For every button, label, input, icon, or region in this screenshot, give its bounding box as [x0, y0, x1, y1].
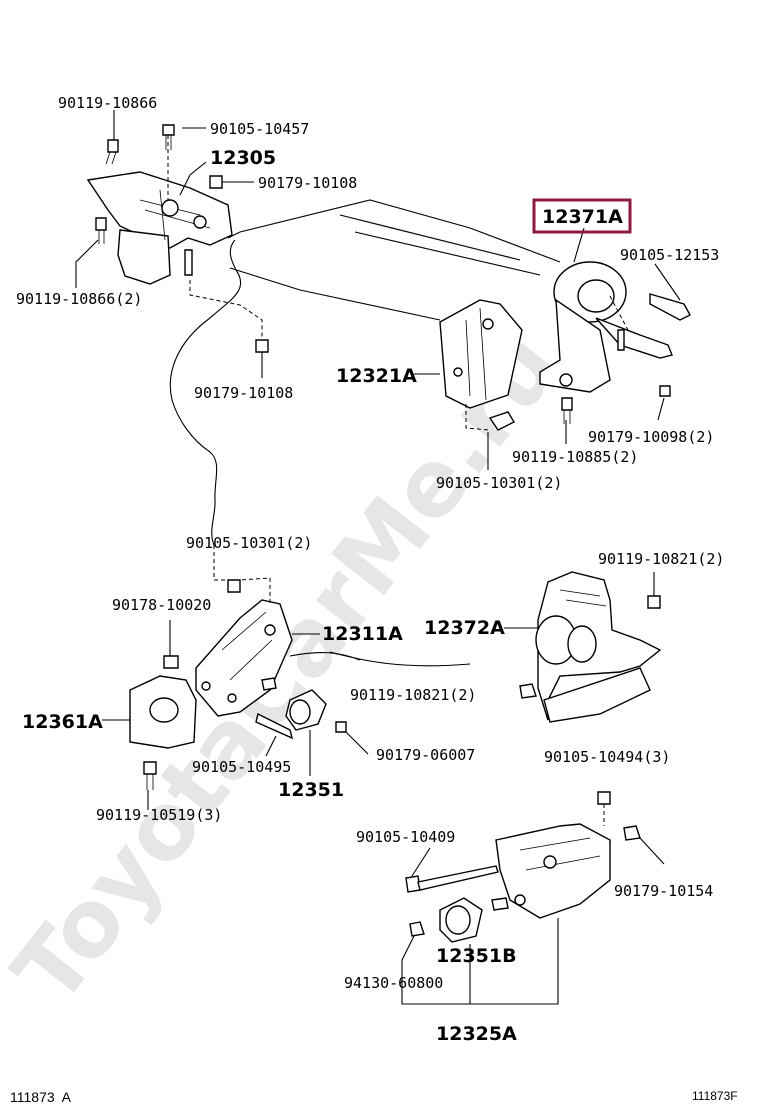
label-90105-10457: 90105-10457 [210, 120, 309, 138]
label-90179-10108-top: 90179-10108 [258, 174, 357, 192]
engine-outline [169, 199, 561, 667]
part-12311A [195, 599, 320, 717]
label-90119-10519-3: 90119-10519(3) [96, 806, 222, 824]
label-90119-10866: 90119-10866 [58, 94, 157, 112]
leaders-12371A [565, 227, 681, 444]
label-12325A: 12325A [436, 1023, 517, 1045]
label-90179-06007: 90179-06007 [376, 746, 475, 764]
bushing-12351 [255, 689, 369, 776]
label-90105-12153: 90105-12153 [620, 246, 719, 264]
part-12305 [86, 171, 233, 285]
part-12361A [102, 620, 197, 810]
label-90119-10866-2: 90119-10866(2) [16, 290, 142, 308]
label-90119-10821-2-b: 90119-10821(2) [350, 686, 476, 704]
footer-code-left: 111873 A [10, 1089, 72, 1105]
label-12361A: 12361A [22, 711, 103, 733]
highlight-box [532, 198, 632, 234]
label-12351: 12351 [278, 779, 344, 801]
label-12351B: 12351B [436, 945, 517, 967]
label-90178-10020: 90178-10020 [112, 596, 211, 614]
label-90105-10409: 90105-10409 [356, 828, 455, 846]
part-12325A [401, 791, 665, 1005]
part-12321A [414, 299, 523, 470]
leaders-mid [213, 545, 271, 605]
footer-code-right: 111873F [692, 1089, 738, 1103]
label-90179-10108-mid: 90179-10108 [194, 384, 293, 402]
nut-90179-10108 [255, 339, 269, 378]
label-12321A: 12321A [336, 365, 417, 387]
label-94130-60800: 94130-60800 [344, 974, 443, 992]
label-12305: 12305 [210, 147, 276, 169]
part-12372A [504, 571, 662, 723]
label-90119-10885-2: 90119-10885(2) [512, 448, 638, 466]
bolts-12305 [95, 124, 223, 244]
label-90179-10154: 90179-10154 [614, 882, 713, 900]
label-90119-10821-2-a: 90119-10821(2) [598, 550, 724, 568]
label-90105-10301-2-b: 90105-10301(2) [186, 534, 312, 552]
label-90105-10495: 90105-10495 [192, 758, 291, 776]
leaders-12305 [75, 110, 263, 342]
label-90105-10494-3: 90105-10494(3) [544, 748, 670, 766]
label-12372A: 12372A [424, 617, 505, 639]
label-12371A: 12371A [542, 206, 623, 228]
label-12311A: 12311A [322, 623, 403, 645]
part-12371A [539, 261, 691, 424]
label-90105-10301-2-a: 90105-10301(2) [436, 474, 562, 492]
label-90179-10098-2: 90179-10098(2) [588, 428, 714, 446]
